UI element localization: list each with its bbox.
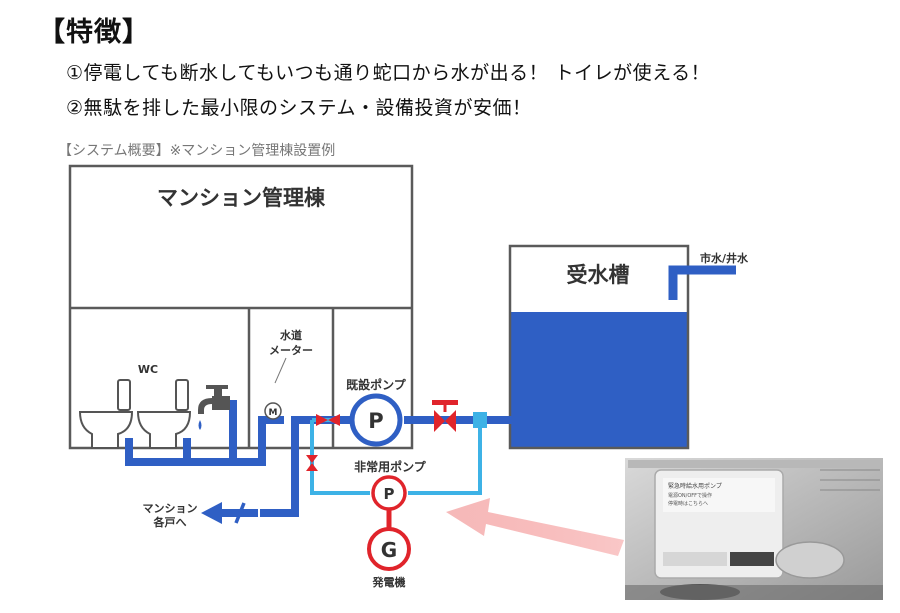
faucet-icon — [198, 385, 230, 430]
device-text-line3: 停電時はこちらへ — [668, 500, 708, 507]
valve-icon — [316, 414, 340, 426]
generator-label: 発電機 — [372, 575, 406, 589]
device-text-line1: 緊急時給水用ポンプ — [668, 482, 722, 490]
system-overview-caption: 【システム概要】※マンション管理棟設置例 — [58, 143, 336, 159]
meter-symbol: M — [269, 408, 278, 418]
feature-2: ②無駄を排した最小限のシステム・設備投資が安価！ — [66, 97, 532, 119]
page-heading: 【特徴】 — [38, 17, 150, 48]
main-valve-icon — [432, 400, 458, 432]
outlet-label-line2: 各戸へ — [153, 515, 187, 529]
device-text-line2: 電源ON/OFFで操作 — [668, 492, 712, 499]
existing-pump-symbol: P — [368, 409, 383, 433]
valve-icon — [306, 455, 318, 471]
generator-symbol: G — [381, 538, 397, 562]
city-water-pipe — [668, 265, 736, 300]
outlet-arrow: マンション 各戸へ — [143, 502, 258, 529]
existing-pump: P 既設ポンプ — [346, 377, 407, 447]
feature-1: ①停電しても断水してもいつも通り蛇口から水が出る！ トイレが使える！ — [66, 62, 711, 84]
building-label: マンション管理棟 — [157, 186, 326, 210]
emergency-pump: P 非常用ポンプ — [354, 459, 427, 530]
meter-label-line2: メーター — [269, 344, 313, 357]
toilet-icon — [136, 379, 192, 449]
existing-pump-label: 既設ポンプ — [346, 377, 407, 392]
water-meter: M 水道 メーター — [264, 328, 313, 420]
pipe-fitting — [473, 412, 487, 428]
wc-label: WC — [138, 363, 158, 376]
tank-water — [510, 312, 688, 448]
emergency-pump-symbol: P — [384, 485, 395, 503]
water-tank: 受水槽 市水/井水 — [508, 244, 749, 450]
meter-label-line1: 水道 — [280, 328, 302, 342]
tank-label: 受水槽 — [567, 263, 630, 287]
outlet-label-line1: マンション — [143, 502, 198, 515]
pointer-arrow — [446, 498, 624, 556]
city-water-label: 市水/井水 — [700, 251, 749, 265]
generator: G 発電機 — [367, 527, 411, 589]
toilet-icon — [78, 379, 134, 449]
emergency-pump-label: 非常用ポンプ — [354, 459, 427, 474]
device-photo: 緊急時給水用ポンプ 電源ON/OFFで操作 停電時はこちらへ — [625, 458, 883, 600]
